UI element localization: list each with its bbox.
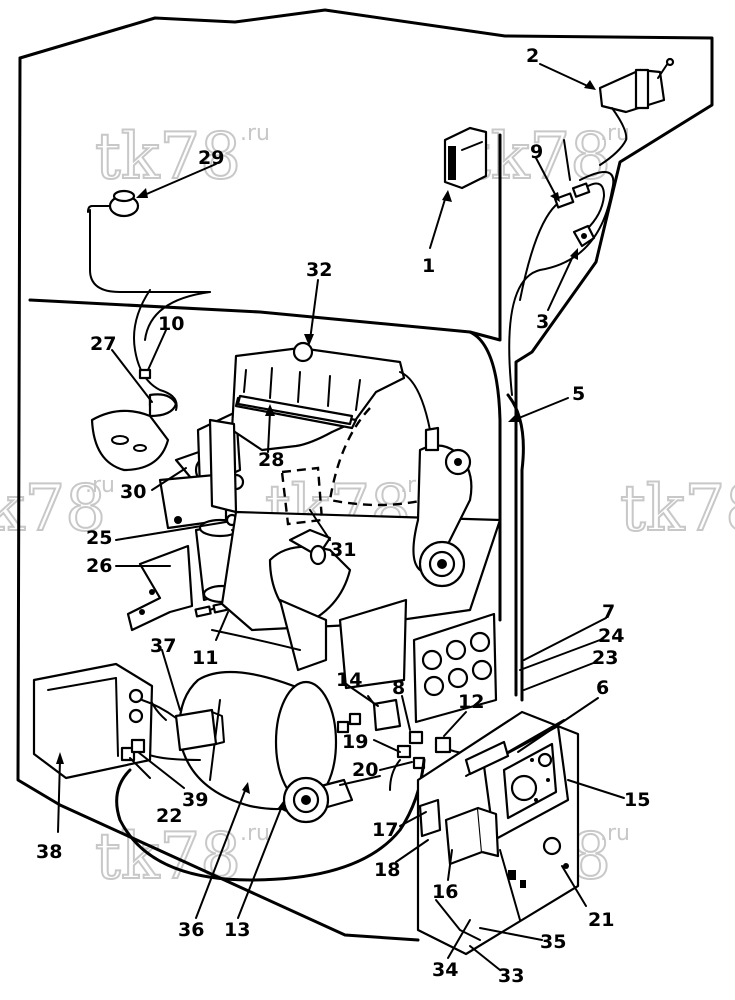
connector-part-9 bbox=[519, 182, 605, 301]
label-2: 2 bbox=[526, 45, 539, 67]
watermark-text: tk78 bbox=[465, 120, 611, 194]
label-35: 35 bbox=[540, 931, 566, 953]
module-part-1 bbox=[443, 126, 488, 190]
label-24: 24 bbox=[598, 625, 624, 647]
label-31: 31 bbox=[330, 539, 356, 561]
label-5: 5 bbox=[572, 383, 585, 405]
label-20: 20 bbox=[352, 759, 378, 781]
label-10: 10 bbox=[158, 313, 184, 335]
label-6: 6 bbox=[596, 677, 609, 699]
label-11: 11 bbox=[192, 647, 218, 669]
label-34: 34 bbox=[432, 959, 458, 981]
left-harness-part-10-27 bbox=[133, 289, 211, 418]
label-29: 29 bbox=[198, 147, 224, 169]
gear-part-13 bbox=[282, 776, 330, 824]
dashed-outline-part-31 bbox=[280, 407, 425, 526]
watermark-text: tk78 bbox=[95, 120, 241, 194]
bracket-part-26 bbox=[126, 544, 194, 632]
belt-pulley-system bbox=[412, 426, 473, 588]
fuel-rail-part-28 bbox=[236, 394, 354, 426]
watermark-suffix: .ru bbox=[240, 821, 270, 846]
label-27: 27 bbox=[90, 333, 116, 355]
label-32: 32 bbox=[306, 259, 332, 281]
label-37: 37 bbox=[150, 635, 176, 657]
buzzer-part-29 bbox=[87, 189, 140, 218]
sensor-part-14 bbox=[367, 695, 402, 732]
relay-box-part-2 bbox=[598, 57, 675, 166]
label-12: 12 bbox=[458, 691, 484, 713]
label-38: 38 bbox=[36, 841, 62, 863]
label-1: 1 bbox=[422, 255, 435, 277]
control-panel bbox=[416, 710, 580, 956]
label-7: 7 bbox=[602, 601, 615, 623]
label-33: 33 bbox=[498, 965, 524, 987]
label-15: 15 bbox=[624, 789, 650, 811]
label-13: 13 bbox=[224, 919, 250, 941]
label-19: 19 bbox=[342, 731, 368, 753]
callout-labels: 2 1 3 9 29 32 5 10 27 28 30 31 25 26 11 … bbox=[36, 45, 650, 987]
label-22: 22 bbox=[156, 805, 182, 827]
label-23: 23 bbox=[592, 647, 618, 669]
watermark-text: tk78 bbox=[620, 472, 735, 546]
label-9: 9 bbox=[530, 141, 543, 163]
label-39: 39 bbox=[182, 789, 208, 811]
watermark-suffix: .ru bbox=[85, 473, 115, 498]
label-3: 3 bbox=[536, 311, 549, 333]
label-30: 30 bbox=[120, 481, 146, 503]
label-18: 18 bbox=[374, 859, 400, 881]
connectors-22-39 bbox=[120, 738, 146, 762]
frame-outline bbox=[16, 8, 714, 942]
leader-lines bbox=[56, 63, 625, 971]
sensor-part-3 bbox=[572, 224, 596, 248]
label-28: 28 bbox=[258, 449, 284, 471]
label-26: 26 bbox=[86, 555, 112, 577]
label-17: 17 bbox=[372, 819, 398, 841]
label-21: 21 bbox=[588, 909, 614, 931]
label-14: 14 bbox=[336, 669, 362, 691]
label-8: 8 bbox=[392, 677, 405, 699]
label-36: 36 bbox=[178, 919, 204, 941]
watermark-suffix: .ru bbox=[240, 121, 270, 146]
label-16: 16 bbox=[432, 881, 458, 903]
label-25: 25 bbox=[86, 527, 112, 549]
watermark-suffix: .ru bbox=[600, 821, 630, 846]
plug-panel bbox=[412, 612, 498, 724]
control-box-part-38 bbox=[32, 662, 177, 780]
